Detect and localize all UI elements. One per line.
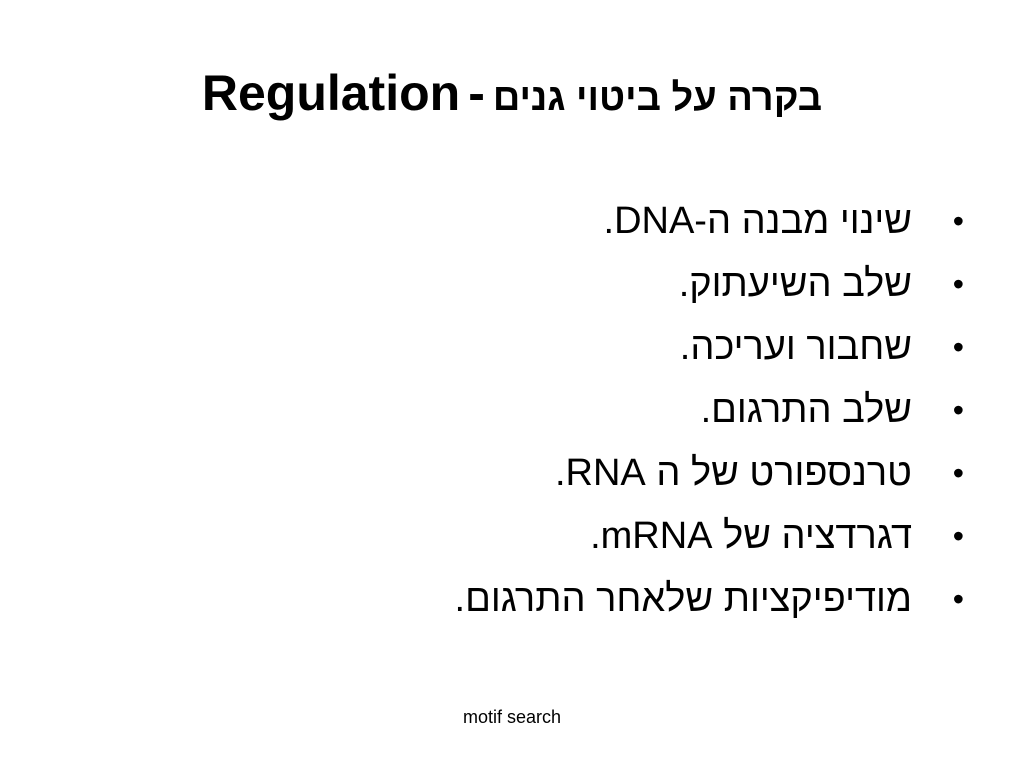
list-item: • שלב השיעתוק. xyxy=(344,253,964,316)
bullet-icon: • xyxy=(952,518,964,554)
list-item: • טרנספורט של ה RNA. xyxy=(344,442,964,505)
bullet-list: • שינוי מבנה ה-DNA. • שלב השיעתוק. • שחב… xyxy=(344,190,964,631)
list-item: • מודיפיקציות שלאחר התרגום. xyxy=(344,568,964,631)
bullet-text: מודיפיקציות שלאחר התרגום. xyxy=(454,578,912,620)
bullet-text: שלב התרגום. xyxy=(700,389,912,431)
bullet-text: דגרדציה של mRNA. xyxy=(590,515,912,557)
bullet-text: שינוי מבנה ה-DNA. xyxy=(603,200,913,242)
list-item: • שחבור ועריכה. xyxy=(344,316,964,379)
bullet-icon: • xyxy=(952,581,964,617)
title-separator: - xyxy=(468,65,485,121)
bullet-text: טרנספורט של ה RNA. xyxy=(554,452,912,494)
bullet-icon: • xyxy=(952,203,964,239)
bullet-text: שלב השיעתוק. xyxy=(678,263,912,305)
title-hebrew: בקרה על ביטוי גנים xyxy=(492,77,823,119)
bullet-icon: • xyxy=(952,329,964,365)
list-item: • שינוי מבנה ה-DNA. xyxy=(344,190,965,253)
slide-title: Regulation-בקרה על ביטוי גנים xyxy=(0,58,1024,133)
bullet-icon: • xyxy=(952,392,964,428)
title-english: Regulation xyxy=(201,65,461,121)
bullet-icon: • xyxy=(952,455,964,491)
slide-footer: motif search xyxy=(462,707,562,727)
bullet-text: שחבור ועריכה. xyxy=(679,326,912,368)
bullet-icon: • xyxy=(952,266,964,302)
list-item: • דגרדציה של mRNA. xyxy=(344,505,964,568)
list-item: • שלב התרגום. xyxy=(344,379,964,442)
